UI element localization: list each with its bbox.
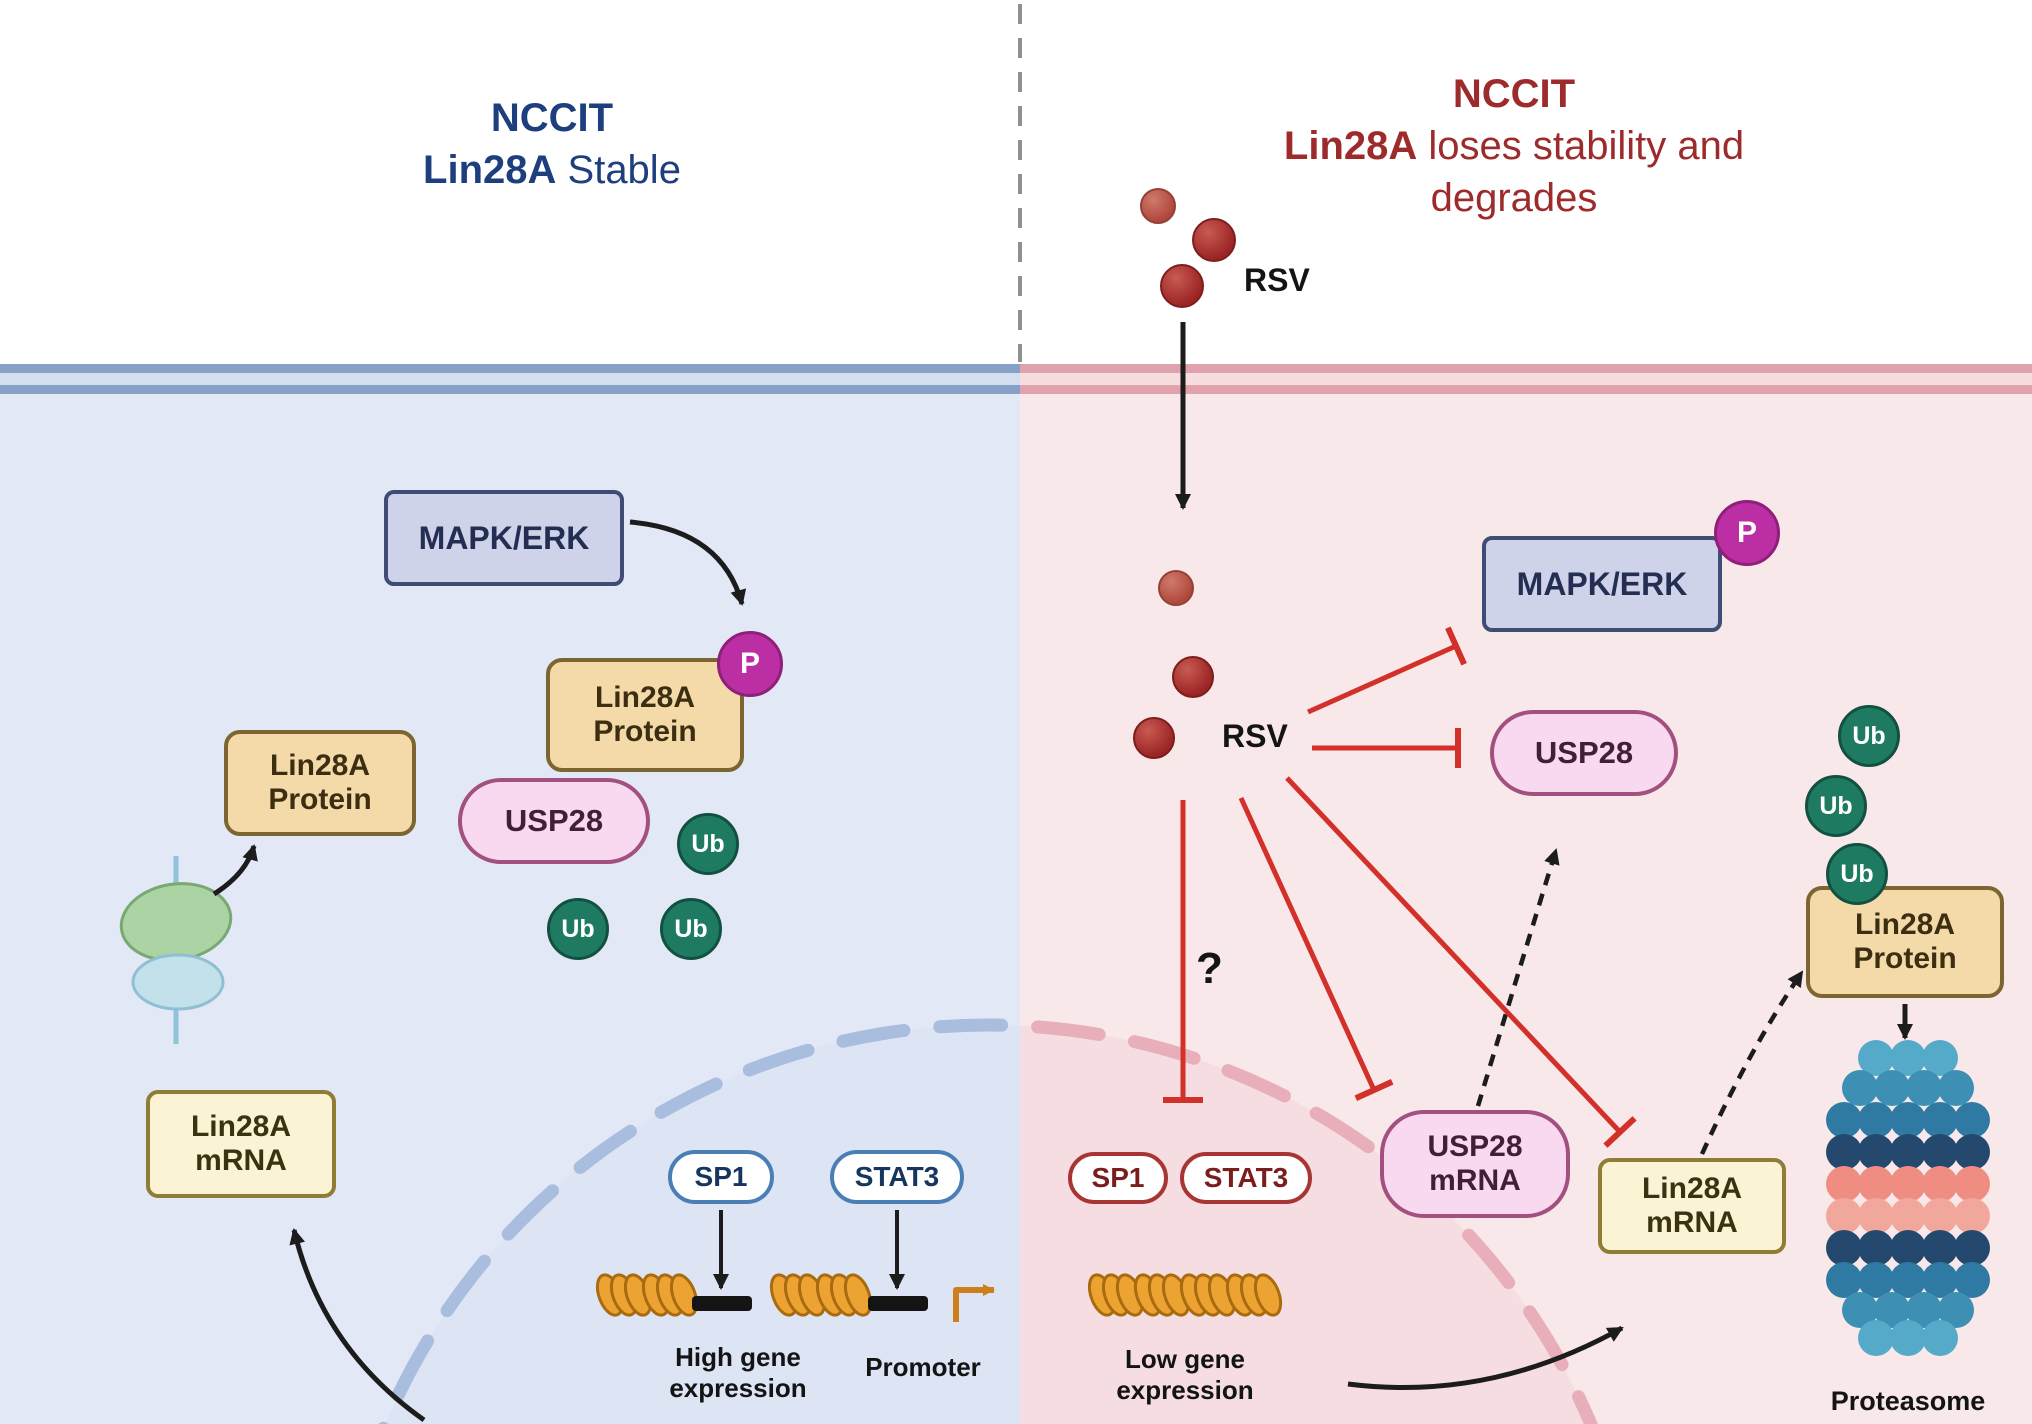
lin28a-translation-dashed-arrow <box>1699 970 1804 1155</box>
right-title-line1: NCCIT <box>1452 72 1576 116</box>
ubiquitin-badge: Ub <box>1838 705 1900 767</box>
ribosome-small-subunit <box>131 953 225 1011</box>
right-title-rest: loses stability and <box>1417 124 1745 168</box>
right-title-gene: Lin28A <box>1283 124 1418 168</box>
usp28-mrna-box: USP28 mRNA <box>1380 1110 1570 1218</box>
phospho-p-badge: P <box>1714 500 1780 566</box>
left-title-line1: NCCIT <box>490 96 614 140</box>
promoter-arrow <box>953 1284 995 1322</box>
phospho-p-badge: P <box>717 631 783 697</box>
rsv-particle <box>1133 717 1175 759</box>
rsv-particle <box>1140 188 1176 224</box>
ubiquitin-badge: Ub <box>677 813 739 875</box>
inhibition-line-lin28a-mrna <box>1285 776 1637 1148</box>
gene-bar <box>868 1296 928 1311</box>
proteasome-graphic <box>1826 1040 1990 1356</box>
rsv-particle <box>1160 264 1204 308</box>
promoter-label: Promoter <box>865 1352 981 1382</box>
rsv-particle <box>1158 570 1194 606</box>
rsv-label-extracellular: RSV <box>1244 262 1310 298</box>
label-line: expression <box>669 1373 807 1404</box>
right-title-line3: degrades <box>1430 176 1598 220</box>
stat3-oval-right: STAT3 <box>1180 1152 1312 1204</box>
ubiquitin-badge: Ub <box>1826 843 1888 905</box>
right-panel-title: NCCIT Lin28A loses stability and degrade… <box>1134 68 1894 224</box>
node-label: mRNA <box>1429 1164 1521 1197</box>
usp28-box-right: USP28 <box>1490 710 1678 796</box>
mapk-erk-box-left: MAPK/ERK <box>384 490 624 586</box>
sp1-oval-left: SP1 <box>668 1150 774 1204</box>
chromatin-right <box>1082 1270 1288 1320</box>
usp28-box-left: USP28 <box>458 778 650 864</box>
mrna-export-arrow-left <box>289 1228 426 1423</box>
nucleus-right <box>1020 1019 1598 1424</box>
left-title-rest: Stable <box>556 148 681 192</box>
cell-membrane-right <box>1020 364 2032 394</box>
node-label: mRNA <box>1646 1206 1738 1239</box>
mapk-erk-box-right: MAPK/ERK <box>1482 536 1722 632</box>
inhibition-line-usp28-mrna <box>1238 796 1394 1102</box>
node-label: Lin28A <box>190 1109 292 1143</box>
left-title-gene: Lin28A <box>423 148 557 192</box>
node-label: Lin28A <box>1854 907 1956 941</box>
node-label: Lin28A <box>594 680 696 714</box>
rsv-particle <box>1192 218 1236 262</box>
lin28a-protein-box-phospho: Lin28A Protein <box>546 658 744 772</box>
label-line: Low gene <box>1125 1344 1245 1374</box>
node-label: Protein <box>1853 942 1957 975</box>
mrna-export-arrow-right <box>1347 1325 1624 1390</box>
node-label: USP28 <box>1427 1129 1523 1163</box>
right-title-line2: Lin28A loses stability and <box>1134 120 1894 172</box>
left-title-line2: Lin28A Stable <box>232 144 872 196</box>
proteasome-label: Proteasome <box>1830 1386 1986 1416</box>
lin28a-mrna-box-left: Lin28A mRNA <box>146 1090 336 1198</box>
rsv-particle <box>1172 656 1214 698</box>
stat3-oval-left: STAT3 <box>830 1150 964 1204</box>
lin28a-mrna-box-right: Lin28A mRNA <box>1598 1158 1786 1254</box>
usp28-translation-dashed-arrow <box>1475 848 1560 1107</box>
label-line: expression <box>1116 1375 1254 1406</box>
left-panel-title: NCCIT Lin28A Stable <box>232 92 872 196</box>
node-label: Lin28A <box>269 748 371 782</box>
translation-arrow <box>212 844 258 897</box>
mapk-phosphorylation-arrow <box>629 519 747 606</box>
gene-bar <box>692 1296 752 1311</box>
high-gene-expression-label: High gene expression <box>628 1342 848 1404</box>
cell-membrane-left <box>0 364 1020 394</box>
ubiquitin-badge: Ub <box>547 898 609 960</box>
rsv-label-cytoplasm: RSV <box>1222 718 1288 754</box>
nucleus-left <box>378 1018 1020 1424</box>
label-line: High gene <box>675 1342 801 1372</box>
inhibition-lines <box>1163 626 1637 1148</box>
lin28a-protein-box-right: Lin28A Protein <box>1806 886 2004 998</box>
ubiquitin-badge: Ub <box>1805 775 1867 837</box>
ubiquitin-badge: Ub <box>660 898 722 960</box>
inhibition-line-mapk <box>1306 626 1467 715</box>
node-label: Protein <box>268 783 372 816</box>
lin28a-protein-box-left: Lin28A Protein <box>224 730 416 836</box>
sp1-oval-right: SP1 <box>1068 1152 1168 1204</box>
node-label: Protein <box>593 715 697 748</box>
low-gene-expression-label: Low gene expression <box>1070 1344 1300 1406</box>
node-label: Lin28A <box>1641 1171 1743 1205</box>
question-mark-label: ? <box>1196 944 1223 993</box>
node-label: mRNA <box>195 1144 287 1177</box>
